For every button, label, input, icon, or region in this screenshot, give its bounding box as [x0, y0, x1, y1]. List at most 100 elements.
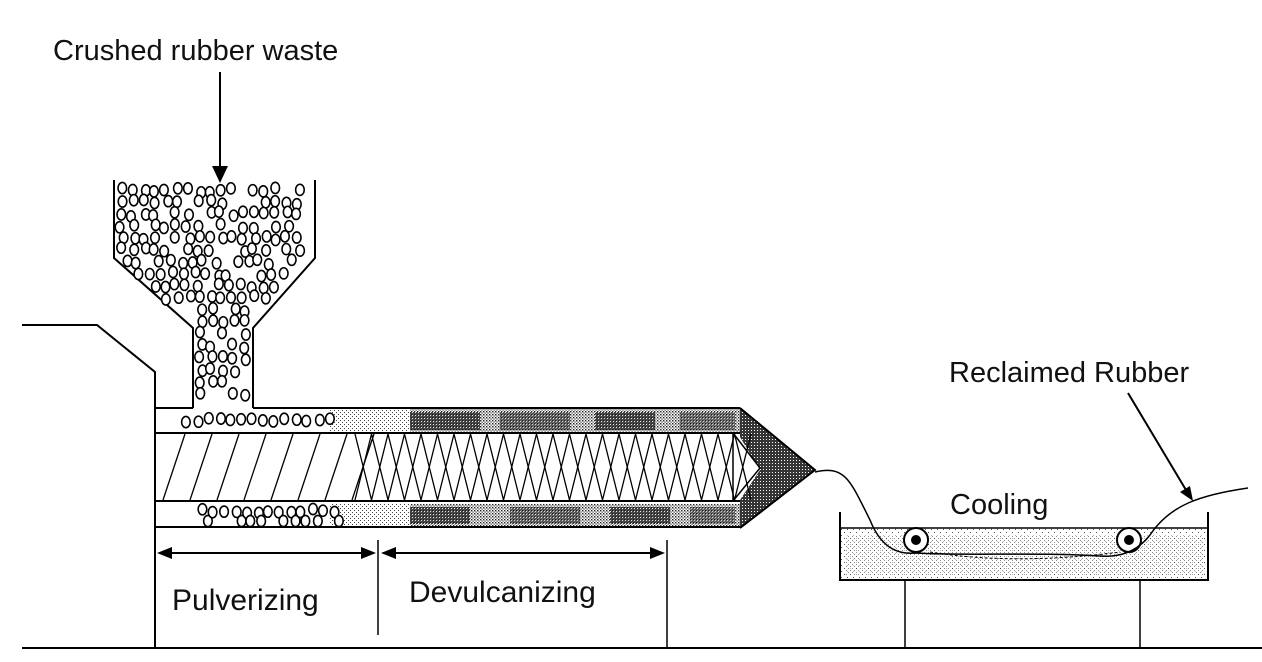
rubber-pellet — [206, 193, 217, 207]
rubber-pellet — [291, 413, 302, 427]
screw-flight — [486, 433, 521, 501]
rubber-pellet — [248, 205, 260, 219]
screw-flight — [618, 433, 653, 501]
rubber-pellet — [130, 231, 141, 245]
rubber-pellet — [317, 504, 329, 518]
rubber-pellet — [160, 280, 171, 294]
rubber-pellet — [180, 415, 191, 429]
screw-flight — [162, 433, 186, 501]
rubber-pellet — [333, 514, 344, 528]
rubber-pellet — [117, 181, 128, 195]
rubber-pellet — [225, 181, 237, 195]
rubber-pellet — [223, 278, 234, 292]
rubber-pellet — [307, 502, 319, 516]
screw-flight — [270, 433, 294, 501]
screw-flight — [354, 433, 389, 501]
rubber-pellet — [158, 221, 169, 235]
screw-flight — [651, 433, 686, 501]
rubber-pellet — [278, 514, 289, 528]
rubber-pellet — [173, 291, 184, 305]
rubber-pellet — [215, 412, 227, 425]
screw-flight — [387, 433, 422, 501]
rubber-pellet — [270, 194, 281, 208]
roller-left — [903, 527, 929, 553]
rubber-pellet — [208, 374, 219, 388]
rubber-pellet — [270, 233, 281, 247]
rubber-pellet — [193, 194, 204, 208]
rubber-pellet — [324, 412, 335, 426]
rubber-pellet — [169, 218, 180, 231]
rubber-pellet — [179, 278, 190, 292]
screw-flight — [585, 433, 620, 501]
screw-flight — [420, 433, 455, 501]
rubber-pellet — [247, 183, 258, 197]
rubber-pellet — [268, 280, 279, 294]
rubber-pellet — [270, 220, 282, 234]
rubber-pellet — [236, 232, 247, 246]
rubber-pellet — [172, 181, 183, 195]
rubber-pellet — [239, 341, 250, 355]
screw-flight — [486, 433, 521, 501]
rubber-pellet — [218, 315, 229, 329]
rubber-pellet — [211, 256, 222, 270]
rubber-pellet — [128, 193, 139, 207]
rubber-pellet — [246, 242, 258, 255]
rubber-pellet — [150, 218, 161, 232]
rubber-pellet — [225, 413, 236, 427]
screw-flight — [216, 433, 240, 501]
rubber-pellet — [163, 194, 174, 208]
screw-flight — [651, 433, 686, 501]
screw-flight — [519, 433, 554, 501]
rubber-pellet — [294, 183, 306, 197]
rubber-pellet — [148, 185, 160, 198]
rubber-pellet — [295, 244, 306, 257]
rubber-pellet — [197, 303, 208, 317]
screw-flights — [162, 433, 752, 501]
stage-dimension-markers — [154, 527, 668, 648]
rubber-pellet — [281, 242, 292, 256]
rubber-pellet — [300, 514, 311, 528]
extruder-barrel — [155, 407, 817, 529]
rubber-pellet — [215, 183, 226, 197]
rubber-pellet — [194, 229, 205, 243]
rubber-pellet — [278, 266, 289, 280]
rubber-pellet — [217, 364, 229, 378]
rubber-pellet — [197, 315, 208, 329]
rubber-pellet — [236, 291, 247, 305]
screw-flight — [684, 433, 719, 501]
input-label: Crushed rubber waste — [53, 35, 339, 67]
rubber-pellet — [203, 244, 214, 258]
rubber-pellet — [240, 388, 251, 402]
rubber-pellet — [159, 244, 170, 258]
rubber-pellet — [148, 243, 159, 256]
rubber-pellet — [144, 267, 155, 281]
rubber-pellet — [169, 277, 180, 291]
rubber-pellet — [138, 193, 149, 207]
rubber-pellet — [256, 269, 267, 283]
screw-flight — [618, 433, 653, 501]
rubber-pellet — [194, 290, 205, 304]
rubber-pellet — [240, 328, 251, 341]
rubber-pellet — [239, 313, 250, 327]
rubber-pellet — [114, 220, 125, 234]
screw-flight — [354, 433, 389, 501]
rubber-pellet — [226, 337, 238, 351]
rubber-pellet — [117, 195, 128, 208]
output-label: Reclaimed Rubber — [949, 357, 1190, 389]
rubber-pellet — [252, 253, 263, 267]
rubber-pellet — [260, 195, 271, 209]
rubber-pellet — [116, 241, 127, 255]
screw-flight — [243, 433, 267, 501]
rubber-pellet — [237, 205, 249, 219]
rubber-pellet — [183, 242, 194, 256]
rubber-pellet — [269, 205, 280, 219]
rubber-pellet — [208, 314, 219, 328]
rubber-pellet — [149, 196, 160, 210]
rubber-pellet — [258, 206, 269, 220]
rubber-pellet — [279, 229, 291, 243]
rubber-strand — [814, 469, 1249, 557]
rubber-pellet — [178, 267, 190, 281]
rubber-pellet — [246, 412, 257, 426]
rubber-pellet — [193, 219, 204, 233]
rubber-pellet — [213, 277, 224, 291]
